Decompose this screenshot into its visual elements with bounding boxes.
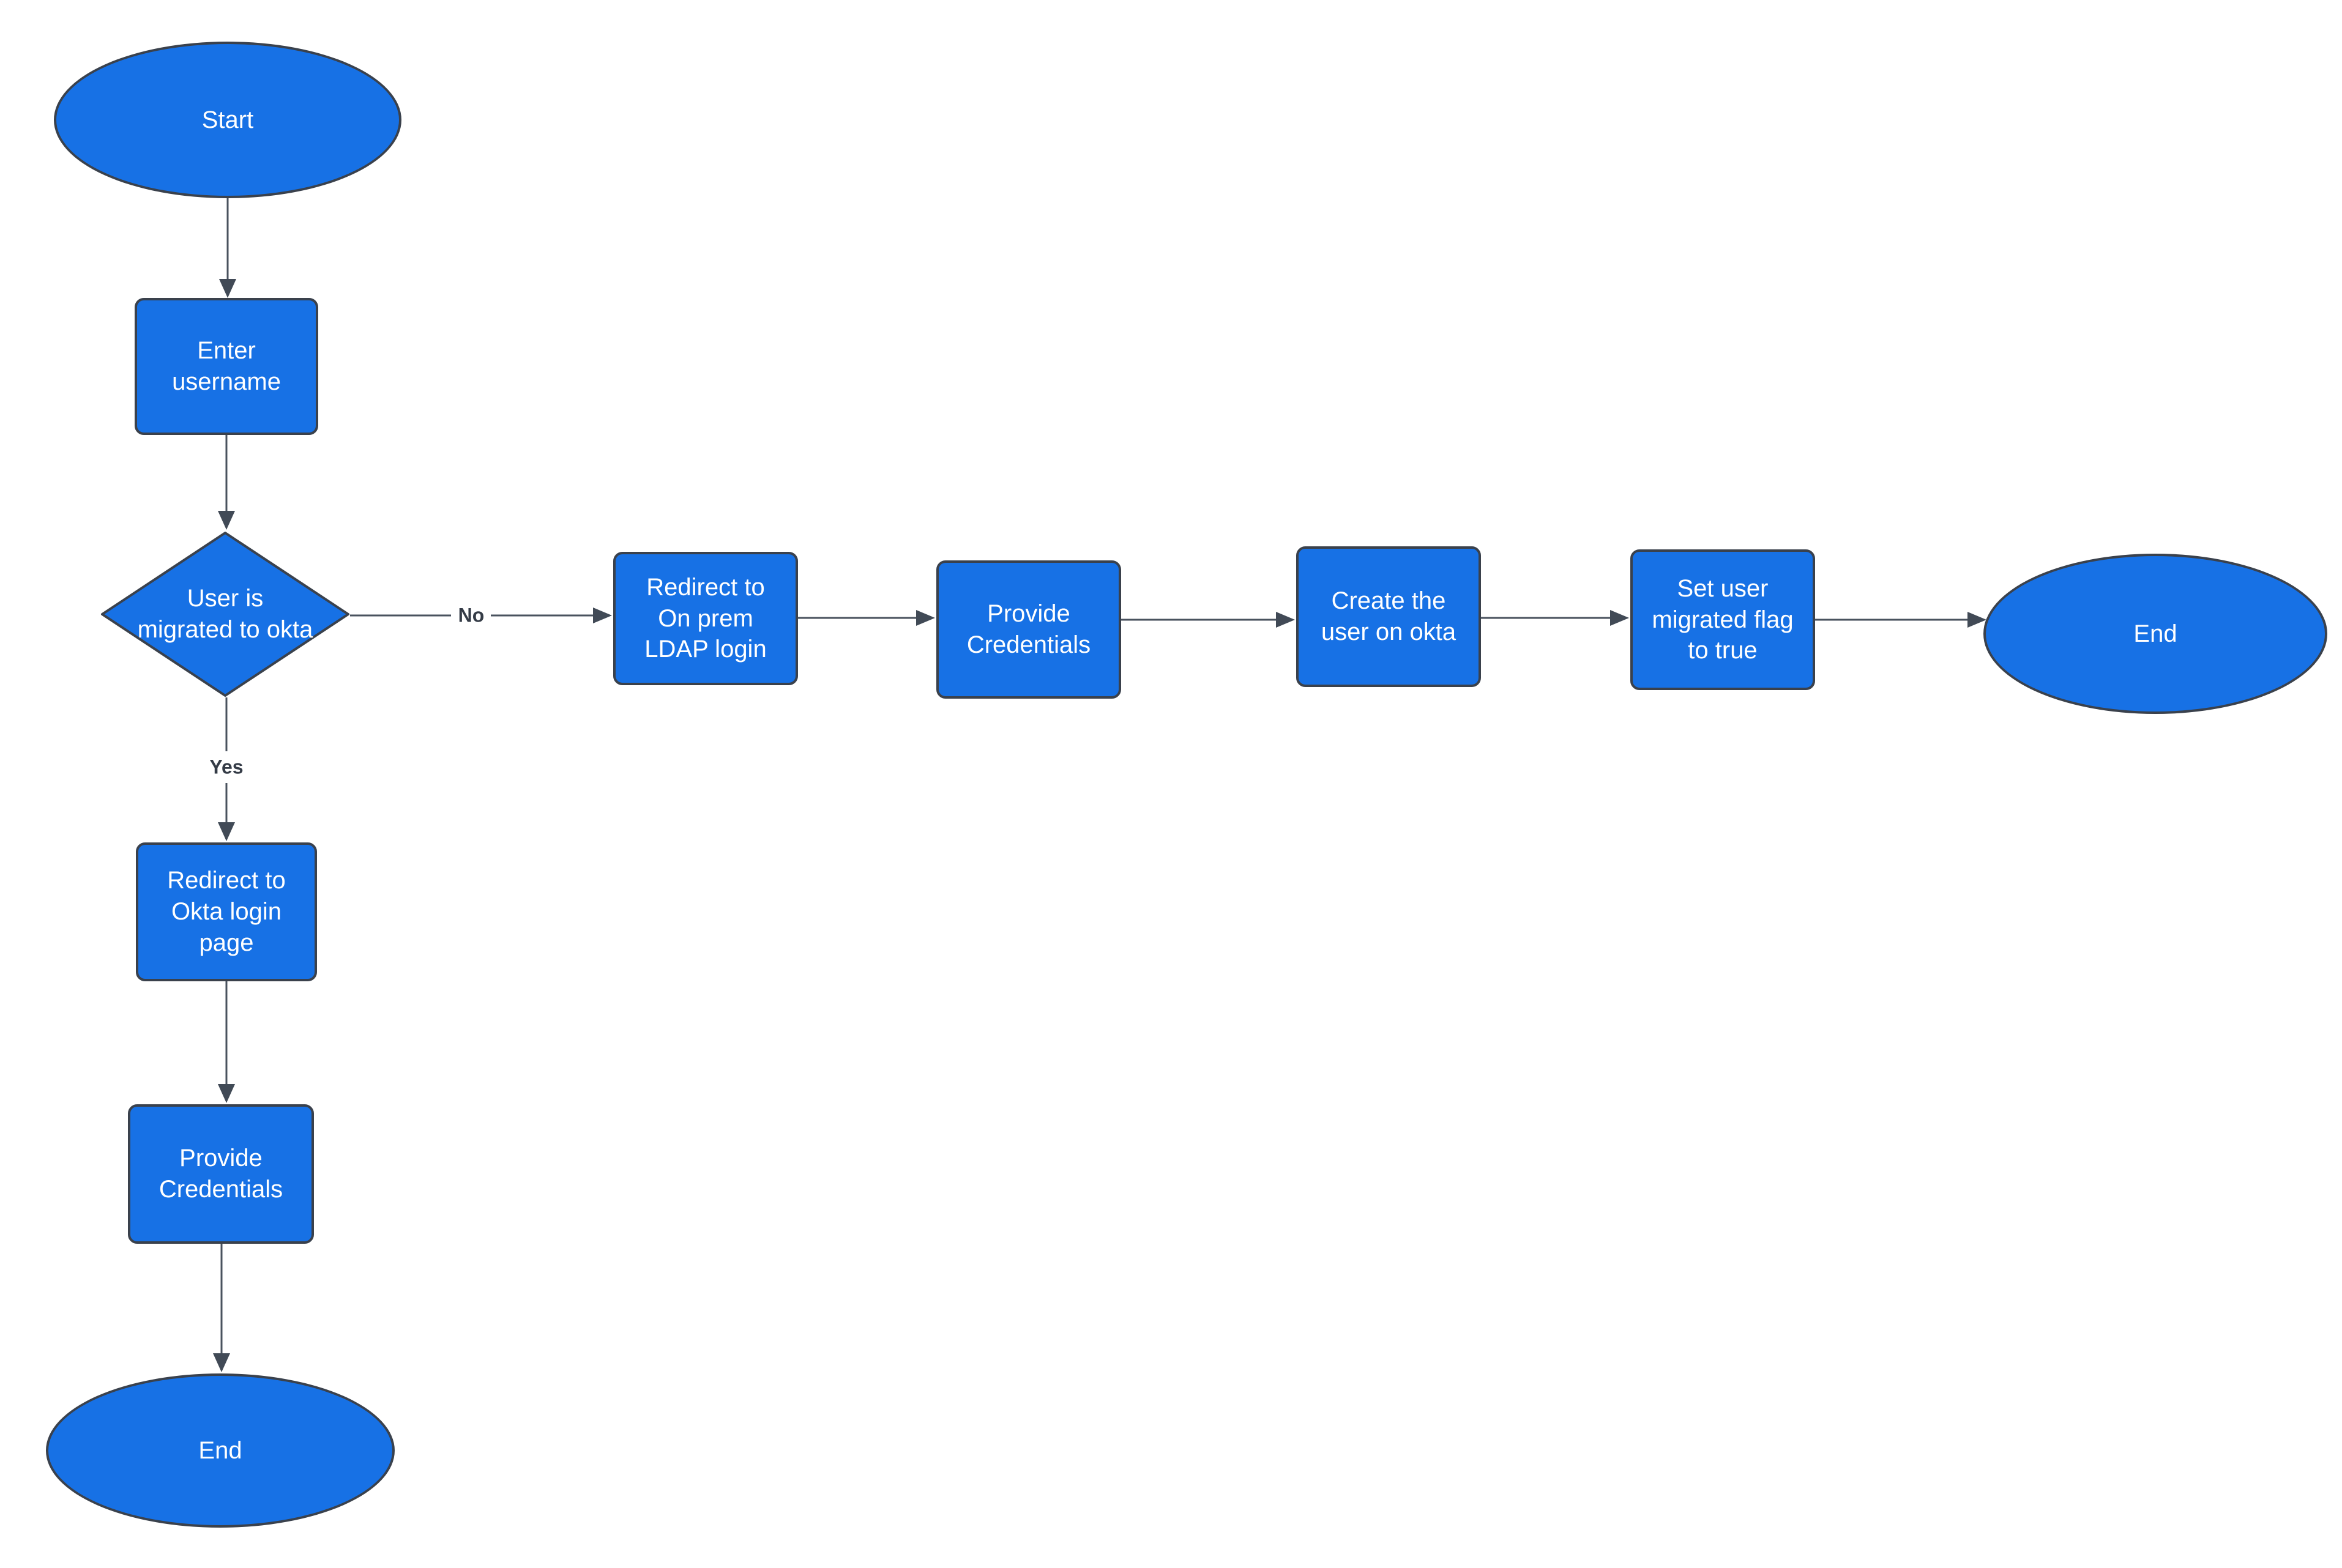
node-redirect-okta: Redirect to Okta login page: [136, 842, 317, 981]
node-enter-username: Enter username: [135, 298, 318, 435]
edge-decision-yes-to-redirect-okta: [218, 697, 235, 841]
node-set-flag-label: Set user migrated flag to true: [1652, 574, 1794, 664]
node-redirect-ldap: Redirect to On prem LDAP login: [613, 552, 798, 685]
node-decision-label: User is migrated to okta: [137, 585, 313, 643]
node-end-bottom-label: End: [198, 1436, 242, 1464]
edge-set-flag-to-end: [1815, 612, 1986, 628]
node-redirect-ldap-label: Redirect to On prem LDAP login: [644, 573, 767, 663]
node-provide-credentials-bottom: Provide Credentials: [128, 1104, 314, 1244]
edge-label-no: No: [453, 603, 490, 628]
edge-label-yes: Yes: [204, 754, 248, 780]
edge-redirect-okta-to-provide-credentials: [218, 981, 235, 1103]
edge-decision-no-to-redirect-ldap: [350, 608, 612, 623]
node-provide-credentials-top-label: Provide Credentials: [966, 600, 1091, 658]
node-start: Start: [54, 42, 401, 198]
decision-diamond-shape: [101, 532, 349, 697]
edge-start-to-enter-username: [219, 198, 236, 298]
node-set-flag: Set user migrated flag to true: [1630, 549, 1815, 690]
node-start-label: Start: [201, 106, 254, 133]
node-create-user: Create the user on okta: [1296, 546, 1481, 687]
edge-provide-credentials-to-create-user: [1121, 612, 1295, 628]
node-decision-user-migrated: User is migrated to okta: [100, 531, 350, 697]
node-end-bottom: End: [46, 1373, 395, 1528]
edge-redirect-ldap-to-provide-credentials: [798, 610, 935, 626]
node-provide-credentials-bottom-label: Provide Credentials: [158, 1145, 283, 1203]
node-redirect-okta-label: Redirect to Okta login page: [167, 867, 286, 956]
edge-create-user-to-set-flag: [1481, 610, 1629, 626]
node-end-right-label: End: [2133, 620, 2177, 647]
node-provide-credentials-top: Provide Credentials: [936, 560, 1121, 699]
node-end-right: End: [1983, 554, 2327, 714]
edge-enter-username-to-decision: [218, 435, 235, 530]
edge-provide-credentials-to-end: [213, 1244, 230, 1372]
node-create-user-label: Create the user on okta: [1321, 587, 1456, 645]
node-enter-username-label: Enter username: [172, 337, 281, 395]
